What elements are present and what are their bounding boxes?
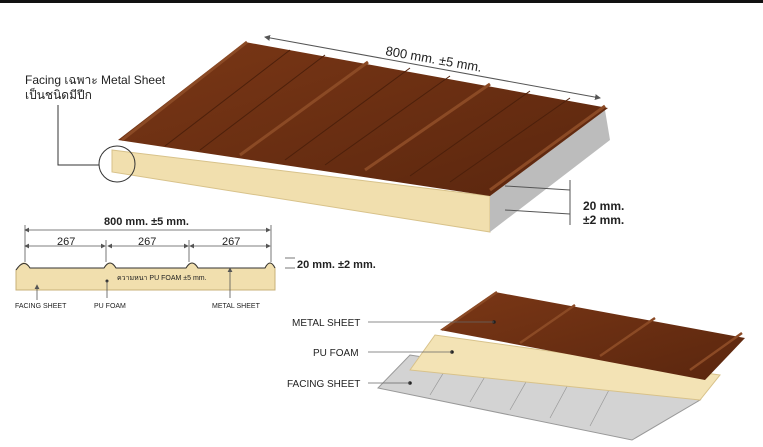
cross-section: 800 mm. ±5 mm. 267 267 267 20 mm. ±2 mm.…: [15, 216, 376, 310]
facing-note-thai: เป็นชนิดมีปีก: [25, 87, 92, 102]
facing-note: Facing เฉพาะ Metal Sheet: [25, 73, 166, 87]
panel-3d-main: [111, 40, 610, 233]
width-dimension-line: [264, 34, 601, 101]
metal-layer: [440, 292, 745, 380]
thickness-label: 20 mm.: [583, 199, 624, 213]
rib-height-label: 20 mm. ±2 mm.: [297, 259, 376, 271]
layer-label-facing: FACING SHEET: [287, 379, 360, 390]
label-pu-foam: PU FOAM: [94, 303, 126, 310]
spacing-label-2: 267: [138, 236, 156, 248]
spacing-label-3: 267: [222, 236, 240, 248]
panel-3d-layers: [377, 290, 745, 441]
label-facing-sheet: FACING SHEET: [15, 303, 67, 310]
foam-thickness-label: ความหนา PU FOAM ±5 mm.: [117, 275, 207, 282]
detail-callout-circle: [98, 145, 136, 183]
top-border: [0, 0, 763, 3]
layer-label-foam: PU FOAM: [313, 348, 359, 359]
thickness-tolerance-label: ±2 mm.: [583, 213, 624, 227]
section-width-label: 800 mm. ±5 mm.: [104, 216, 189, 228]
spacing-label-1: 267: [57, 236, 75, 248]
facing-side: [490, 110, 610, 232]
foam-layer: [409, 334, 721, 401]
layer-label-metal: METAL SHEET: [292, 318, 360, 329]
label-metal-sheet: METAL SHEET: [212, 303, 261, 310]
